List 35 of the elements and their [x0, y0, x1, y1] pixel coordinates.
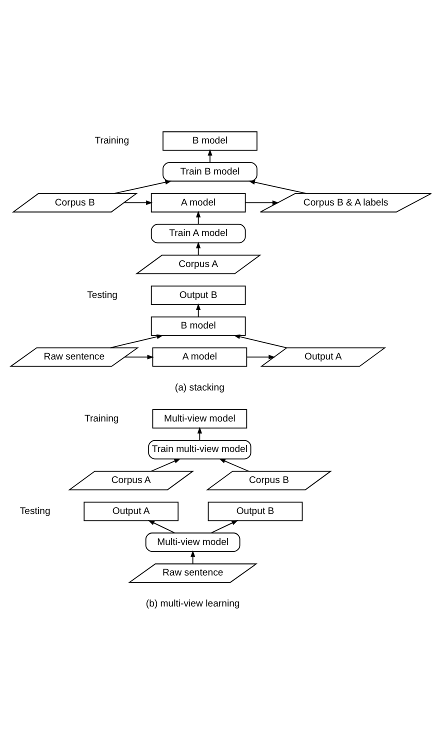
node-box: B model [150, 316, 246, 336]
arrow [248, 180, 307, 194]
node-box: A model [152, 346, 248, 366]
arrow [210, 520, 238, 533]
arrow [190, 550, 196, 564]
arrow [124, 354, 154, 359]
arrow [196, 210, 201, 224]
arrow [196, 241, 201, 256]
node-box: Train multi-view model [148, 439, 252, 459]
arrow [110, 334, 164, 348]
node-box: A model [150, 192, 246, 212]
label: Testing [20, 505, 50, 516]
node-box: Train B model [162, 162, 258, 182]
node-box: Output B [150, 285, 246, 305]
node-box: Multi-view model [145, 532, 240, 552]
node-box: Output A [84, 501, 179, 521]
arrow [218, 458, 250, 472]
arrow [208, 148, 212, 162]
label: (a) stacking [174, 382, 225, 393]
node-box: Output B [208, 501, 303, 521]
node-box: Train A model [150, 223, 246, 243]
label: Training [84, 412, 119, 424]
arrow [150, 458, 181, 472]
arrow [234, 334, 288, 348]
label: Training [94, 135, 130, 146]
arrow [196, 302, 201, 317]
label: Testing [87, 289, 118, 300]
arrow [124, 200, 153, 205]
arrow [246, 354, 276, 359]
arrow [148, 520, 176, 533]
node-box: Multi-view model [152, 408, 248, 428]
node-box: B model [162, 130, 258, 150]
arrow [245, 200, 280, 205]
arrow [114, 180, 172, 194]
label: (b) multi-view learning [146, 598, 240, 610]
